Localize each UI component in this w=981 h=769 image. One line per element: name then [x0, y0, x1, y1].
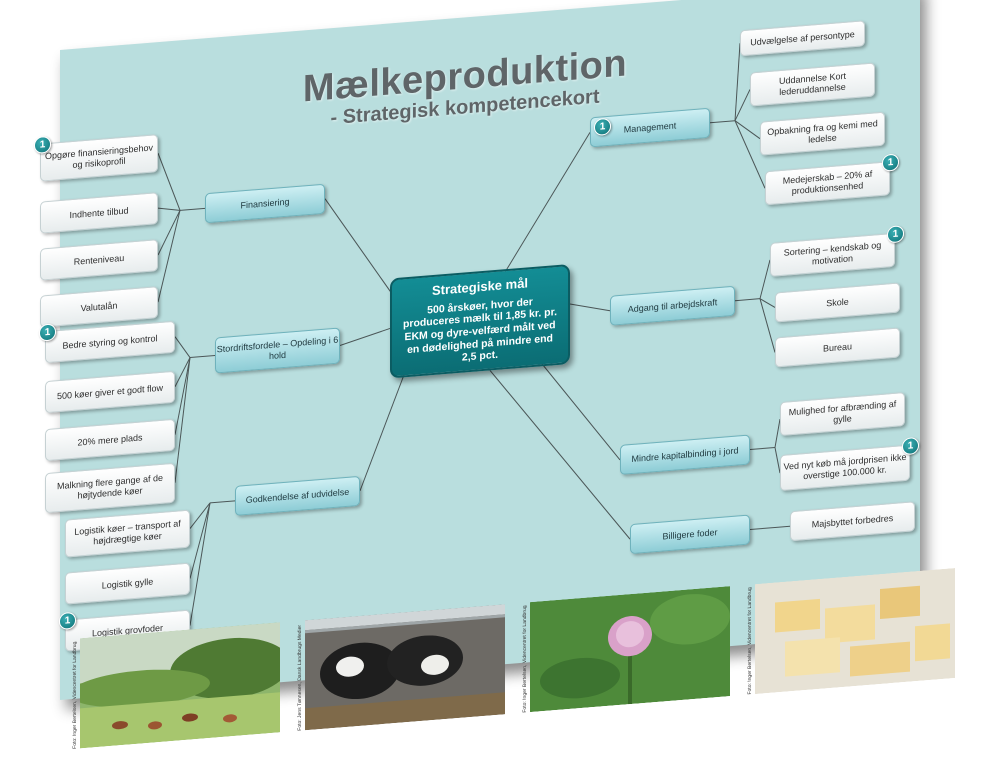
connector-line: [734, 120, 761, 140]
connector-line: [539, 361, 621, 461]
connector-line: [189, 502, 211, 529]
central-goal-title: Strategiske mål: [431, 275, 529, 299]
photo-cows-at-feeding-fence: [305, 604, 505, 731]
connector-line: [190, 355, 215, 359]
connector-line: [174, 357, 191, 387]
connector-line: [734, 120, 766, 189]
connector-line: [569, 303, 611, 312]
photo-credit: Foto: Inger Bertelsen, Videncentret for …: [522, 605, 528, 713]
connector-line: [157, 210, 181, 303]
connector-lines: [157, 43, 790, 626]
central-goal-box: Strategiske mål 500 årskøer, hvor der pr…: [390, 263, 570, 379]
photo-landscape-with-cattle: [80, 622, 280, 749]
photo-credit: Foto: Jens Tønnesen, Dansk Landbrugs Med…: [297, 624, 303, 731]
photo-credit: Foto: Inger Bertelsen, Videncentret for …: [747, 587, 753, 695]
connector-line: [359, 372, 406, 492]
connector-line: [157, 152, 181, 211]
photo-strip: Foto: Inger Bertelsen, Videncentret for …: [60, 0, 955, 749]
connector-line: [750, 446, 775, 450]
connector-line: [759, 259, 771, 299]
connector-line: [189, 502, 211, 579]
connector-line: [759, 298, 776, 308]
connector-line: [750, 526, 775, 530]
connector-line: [324, 198, 396, 299]
strategy-poster: Mælkeproduktion - Strategisk kompetencek…: [34, 0, 955, 749]
connector-line: [174, 357, 191, 483]
photo-clover-flower: [530, 586, 730, 713]
connector-line: [775, 525, 790, 528]
connector-line: [157, 207, 181, 211]
photo-credit: Foto: Inger Bertelsen, Videncentret for …: [72, 641, 78, 750]
connector-line: [504, 132, 591, 273]
connector-line: [174, 357, 191, 435]
connector-line: [339, 327, 391, 346]
connector-line: [759, 298, 776, 353]
photo-cheese-blocks: [755, 567, 955, 695]
connector-line: [210, 500, 235, 504]
connector-line: [174, 336, 191, 358]
connector-line: [774, 419, 781, 448]
connector-line: [735, 298, 760, 302]
connector-line: [489, 370, 631, 540]
connector-line: [734, 89, 751, 121]
connector-line: [189, 502, 211, 626]
connector-line: [710, 120, 735, 124]
central-goal-text: 500 årskøer, hvor der produceres mælk ti…: [402, 295, 558, 364]
connector-line: [734, 43, 741, 121]
connector-line: [774, 447, 781, 474]
connector-line: [157, 210, 181, 256]
connector-line: [180, 207, 205, 211]
